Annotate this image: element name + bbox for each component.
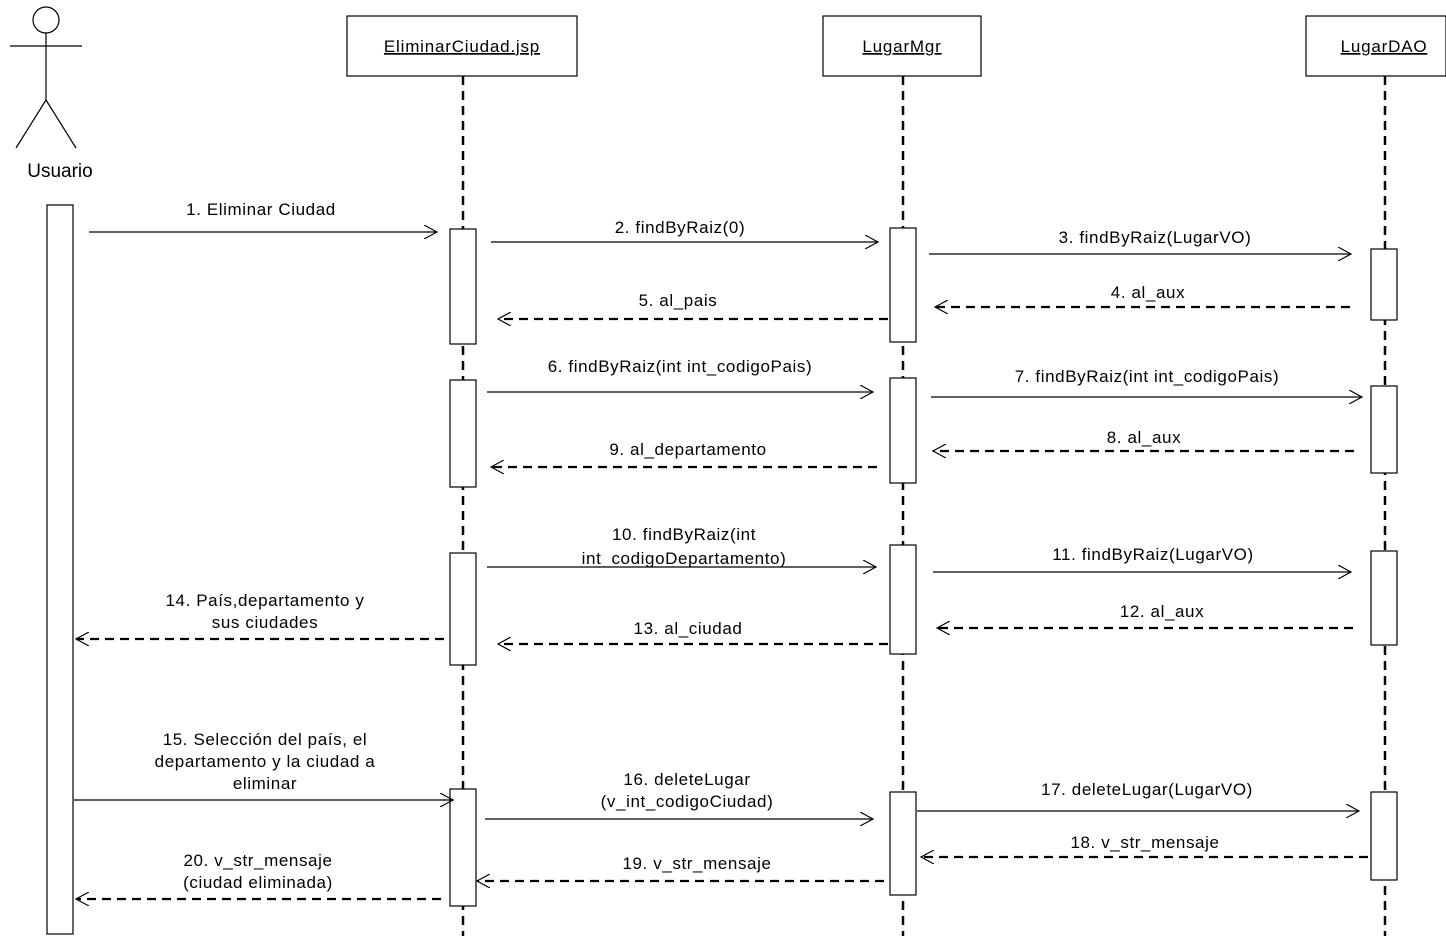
activation-dao-3 [1370,550,1398,646]
message-3: 3. findByRaiz(LugarVO) [929,228,1351,254]
message-9: 9. al_departamento [491,440,877,467]
message-16-label: 16. deleteLugar(v_int_codigoCiudad) [601,770,774,811]
message-5: 5. al_pais [498,291,888,319]
message-13-label: 13. al_ciudad [634,619,743,638]
message-11: 11. findByRaiz(LugarVO) [933,545,1351,572]
message-9-label: 9. al_departamento [609,440,766,459]
lifeline-name-mgr: LugarMgr [862,37,941,56]
message-3-label: 3. findByRaiz(LugarVO) [1059,228,1252,247]
activation-jsp-2 [449,379,477,488]
message-18-label: 18. v_str_mensaje [1070,833,1219,852]
message-8-label: 8. al_aux [1107,428,1181,447]
activation-boxes [449,227,1398,907]
actor-name: Usuario [27,161,92,182]
message-2: 2. findByRaiz(0) [491,218,878,242]
message-4-label: 4. al_aux [1111,283,1185,302]
activation-dao-4 [1370,791,1398,881]
activation-mgr-3 [889,544,917,655]
lifeline-header-mgr: LugarMgr [822,15,982,77]
activation-mgr-2 [889,377,917,484]
message-16: 16. deleteLugar(v_int_codigoCiudad) [485,770,873,819]
activation-jsp-3 [449,552,477,666]
message-11-label: 11. findByRaiz(LugarVO) [1052,545,1254,564]
message-1-label: 1. Eliminar Ciudad [186,200,336,219]
message-6: 6. findByRaiz(int int_codigoPais) [487,357,873,392]
actor-usuario: Usuario [10,6,93,182]
lifeline-header-dao: LugarDAO [1305,15,1446,77]
message-18: 18. v_str_mensaje [921,833,1368,857]
actor-activation [46,204,74,935]
activation-mgr-1 [889,227,917,343]
message-1: 1. Eliminar Ciudad [89,200,437,232]
message-13: 13. al_ciudad [498,619,888,644]
message-17: 17. deleteLugar(LugarVO) [917,780,1359,811]
lifeline-name-dao: LugarDAO [1341,37,1428,56]
activation-mgr-4 [889,791,917,896]
message-19: 19. v_str_mensaje [477,854,884,881]
message-6-label: 6. findByRaiz(int int_codigoPais) [548,357,813,376]
activation-dao-2 [1370,385,1398,474]
message-7-label: 7. findByRaiz(int int_codigoPais) [1015,367,1280,386]
lifeline-header-jsp: EliminarCiudad.jsp [346,15,578,77]
activation-jsp-1 [449,228,477,345]
message-5-label: 5. al_pais [639,291,718,310]
message-17-label: 17. deleteLugar(LugarVO) [1041,780,1253,799]
message-4: 4. al_aux [935,283,1350,307]
activation-jsp-4 [449,788,477,907]
message-20: 20. v_str_mensaje(ciudad eliminada) [76,851,441,899]
message-12: 12. al_aux [937,602,1353,628]
message-12-label: 12. al_aux [1120,602,1204,621]
message-20-label: 20. v_str_mensaje(ciudad eliminada) [183,851,333,892]
message-2-label: 2. findByRaiz(0) [615,218,746,237]
activation-dao-1 [1370,248,1398,321]
message-19-label: 19. v_str_mensaje [622,854,771,873]
message-7: 7. findByRaiz(int int_codigoPais) [931,367,1362,397]
message-8: 8. al_aux [933,428,1354,451]
lifeline-name-jsp: EliminarCiudad.jsp [384,37,540,56]
